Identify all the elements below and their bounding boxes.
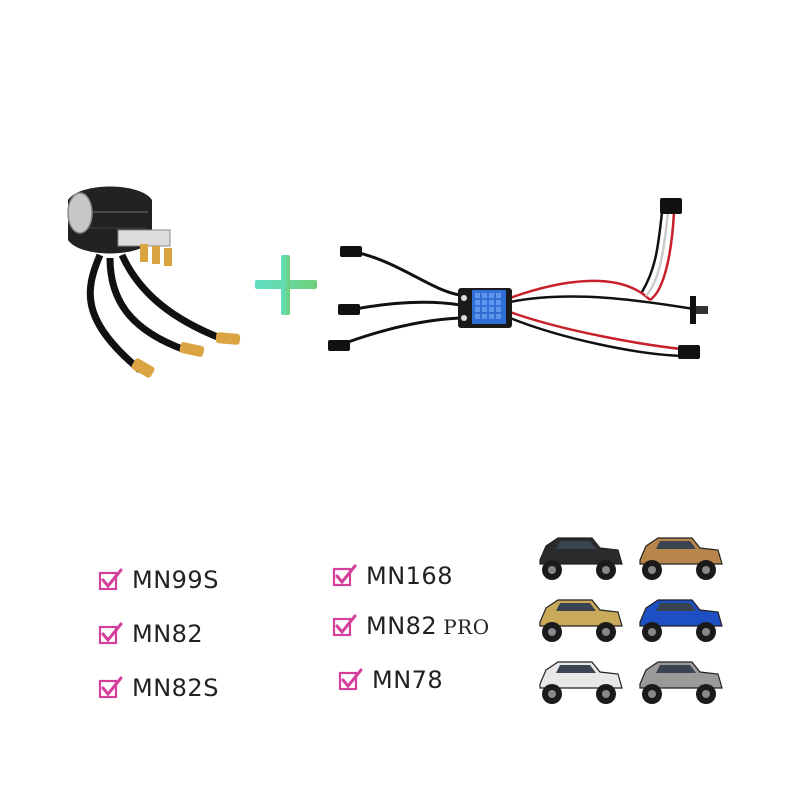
compat-item-mn78: MN78 [338, 666, 443, 694]
compat-label-suffix: PRO [443, 615, 490, 639]
compat-item-mn168: MN168 [332, 562, 453, 590]
rc-truck-icon [639, 661, 723, 704]
compat-label: MN82S [132, 674, 219, 702]
compat-item-mn82s: MN82S [98, 674, 219, 702]
compat-label: MN82 [132, 620, 204, 648]
check-icon [338, 668, 363, 691]
rc-truck-icon [539, 661, 623, 704]
rc-truck-icon [639, 537, 723, 580]
trucks-grid [539, 537, 723, 704]
compat-label: MN99S [132, 566, 219, 594]
compat-label: MN78 [372, 666, 444, 694]
compat-label-base: MN82 [366, 612, 438, 640]
brushless-motor-icon [67, 186, 241, 378]
check-icon [98, 622, 123, 645]
rc-truck-icon [539, 599, 623, 642]
product-illustration [67, 186, 708, 378]
plus-sign-icon [255, 255, 317, 315]
check-icon [98, 568, 123, 591]
check-icon [332, 614, 357, 637]
esc-controller-icon [328, 198, 708, 359]
compat-label: MN168 [366, 562, 453, 590]
check-icon [98, 676, 123, 699]
compat-item-mn82: MN82 [98, 620, 203, 648]
check-icon [332, 564, 357, 587]
compat-item-mn99s: MN99S [98, 566, 219, 594]
rc-truck-icon [539, 537, 623, 580]
rc-truck-icon [639, 599, 723, 642]
